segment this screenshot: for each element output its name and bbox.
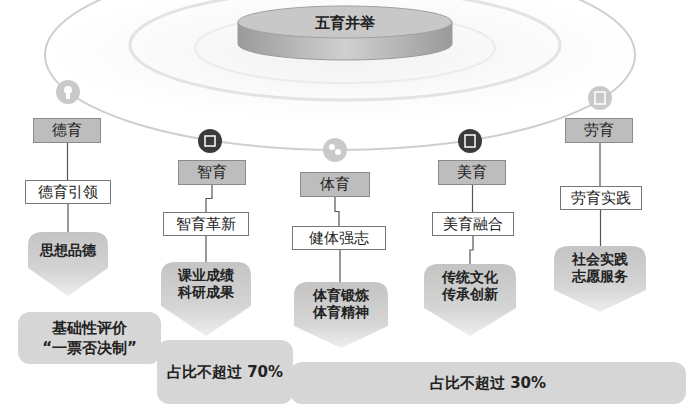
node-label: 劳育实践 <box>567 190 635 207</box>
category-box: 体育 <box>300 172 370 197</box>
theme-box: 美育融合 <box>432 212 514 236</box>
node-label: 占比不超过 70% <box>161 362 289 382</box>
node-label: 体育锻炼 体育精神 <box>294 287 388 321</box>
node-label: 体育 <box>316 176 354 193</box>
node-label: 思想品德 <box>34 242 102 259</box>
node-label: 美育 <box>453 164 491 181</box>
connector-line <box>600 210 601 246</box>
node-label: 健体强志 <box>305 230 373 247</box>
icon-circle <box>323 138 347 162</box>
funnel-outline <box>294 282 388 348</box>
connector-line <box>67 143 68 180</box>
theme-box: 健体强志 <box>292 226 386 250</box>
node-label: 基础性评价 “一票否决制” <box>18 318 161 359</box>
theme-box: 智育革新 <box>163 212 249 236</box>
connector-line <box>339 250 340 282</box>
content-funnel: 体育锻炼 体育精神 <box>294 282 388 348</box>
icon-circle <box>56 80 80 104</box>
connector-line <box>67 204 68 232</box>
content-funnel: 传统文化 传承创新 <box>424 264 516 336</box>
ring-glow <box>45 0 645 122</box>
category-box: 劳育 <box>565 118 633 143</box>
node-label: 美育融合 <box>439 216 507 233</box>
node-label: 占比不超过 30% <box>424 373 552 393</box>
center-cylinder: 五育并举 <box>236 4 454 62</box>
connector-line <box>472 185 473 212</box>
node-label: 德育引领 <box>34 184 102 201</box>
category-box: 德育 <box>33 118 101 143</box>
connector-line <box>335 197 339 226</box>
node-label: 课业成绩 科研成果 <box>161 267 251 301</box>
connector-line <box>205 236 206 262</box>
connector-line <box>599 143 600 186</box>
icon-circle <box>588 86 612 110</box>
category-box: 智育 <box>178 160 246 185</box>
theme-box: 劳育实践 <box>560 186 642 210</box>
funnel-outline <box>28 232 108 296</box>
funnel-outline <box>554 246 646 312</box>
theme-box: 德育引领 <box>25 180 111 204</box>
content-funnel: 课业成绩 科研成果 <box>161 262 251 336</box>
icon-circle <box>458 129 482 153</box>
connector-line <box>206 185 212 212</box>
node-label: 德育 <box>48 122 86 139</box>
node-label: 智育革新 <box>172 216 240 233</box>
content-funnel: 思想品德 <box>28 232 108 296</box>
evaluation-box: 占比不超过 30% <box>290 362 686 404</box>
inner-ring <box>130 0 560 100</box>
node-label: 智育 <box>193 164 231 181</box>
cylinder-shape <box>236 4 454 62</box>
funnel-outline <box>424 264 516 336</box>
connector-line <box>470 236 473 264</box>
node-label: 五育并举 <box>236 14 454 33</box>
evaluation-box: 占比不超过 70% <box>157 340 293 404</box>
node-label: 劳育 <box>580 122 618 139</box>
category-box: 美育 <box>438 160 506 185</box>
content-funnel: 社会实践 志愿服务 <box>554 246 646 312</box>
outer-ring <box>45 0 635 150</box>
node-label: 社会实践 志愿服务 <box>554 251 646 285</box>
icon-circle <box>198 129 222 153</box>
evaluation-box: 基础性评价 “一票否决制” <box>18 312 161 364</box>
node-label: 传统文化 传承创新 <box>424 269 516 303</box>
funnel-outline <box>161 262 251 336</box>
